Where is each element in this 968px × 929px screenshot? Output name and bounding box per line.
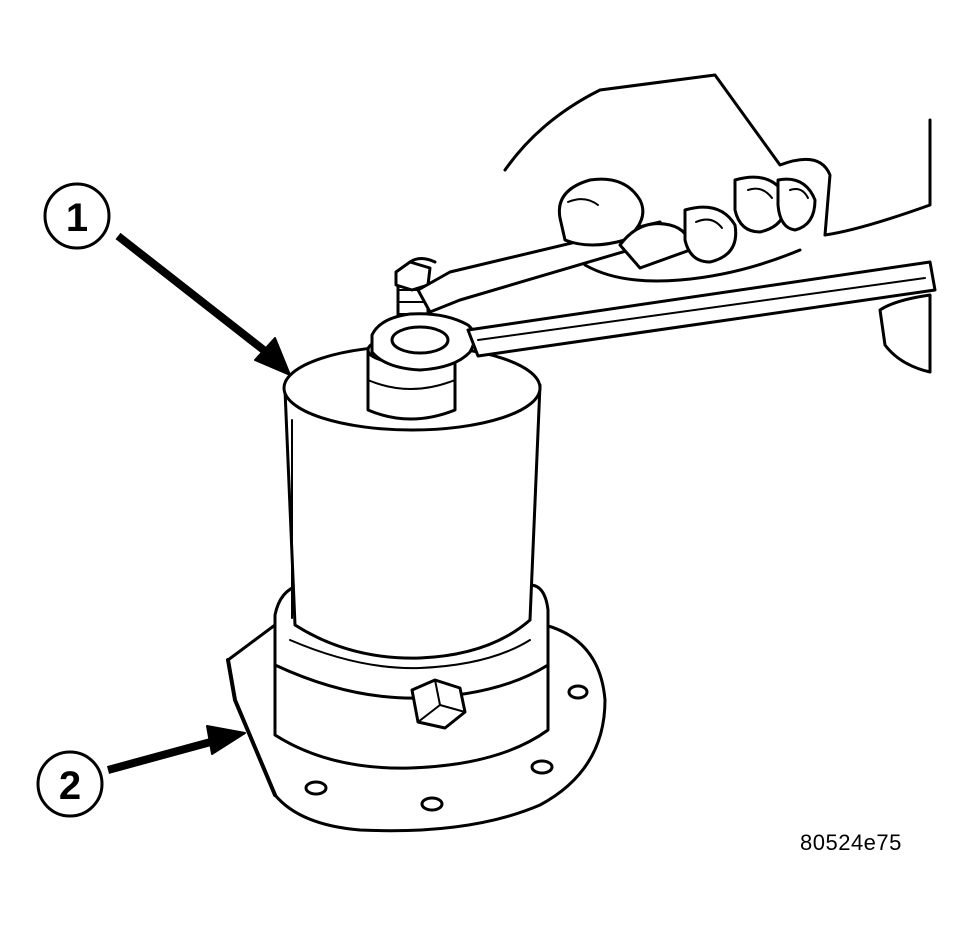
- figure-id-label: 80524e75: [800, 830, 902, 855]
- flange-bolt-hole: [567, 684, 589, 700]
- flange-bolt-hole: [530, 759, 554, 775]
- callout-2-number: 2: [59, 764, 81, 808]
- flange-bolt-hole: [420, 796, 444, 812]
- hex-plug: [410, 678, 467, 730]
- hand: [503, 73, 932, 374]
- special-tool-cylinder: [282, 344, 542, 660]
- flange-bolt-hole: [304, 780, 328, 796]
- box-end-wrench: [370, 260, 937, 372]
- callout-1: 1: [43, 182, 291, 376]
- callout-2: 2: [36, 725, 246, 818]
- callout-1-number: 1: [66, 196, 88, 240]
